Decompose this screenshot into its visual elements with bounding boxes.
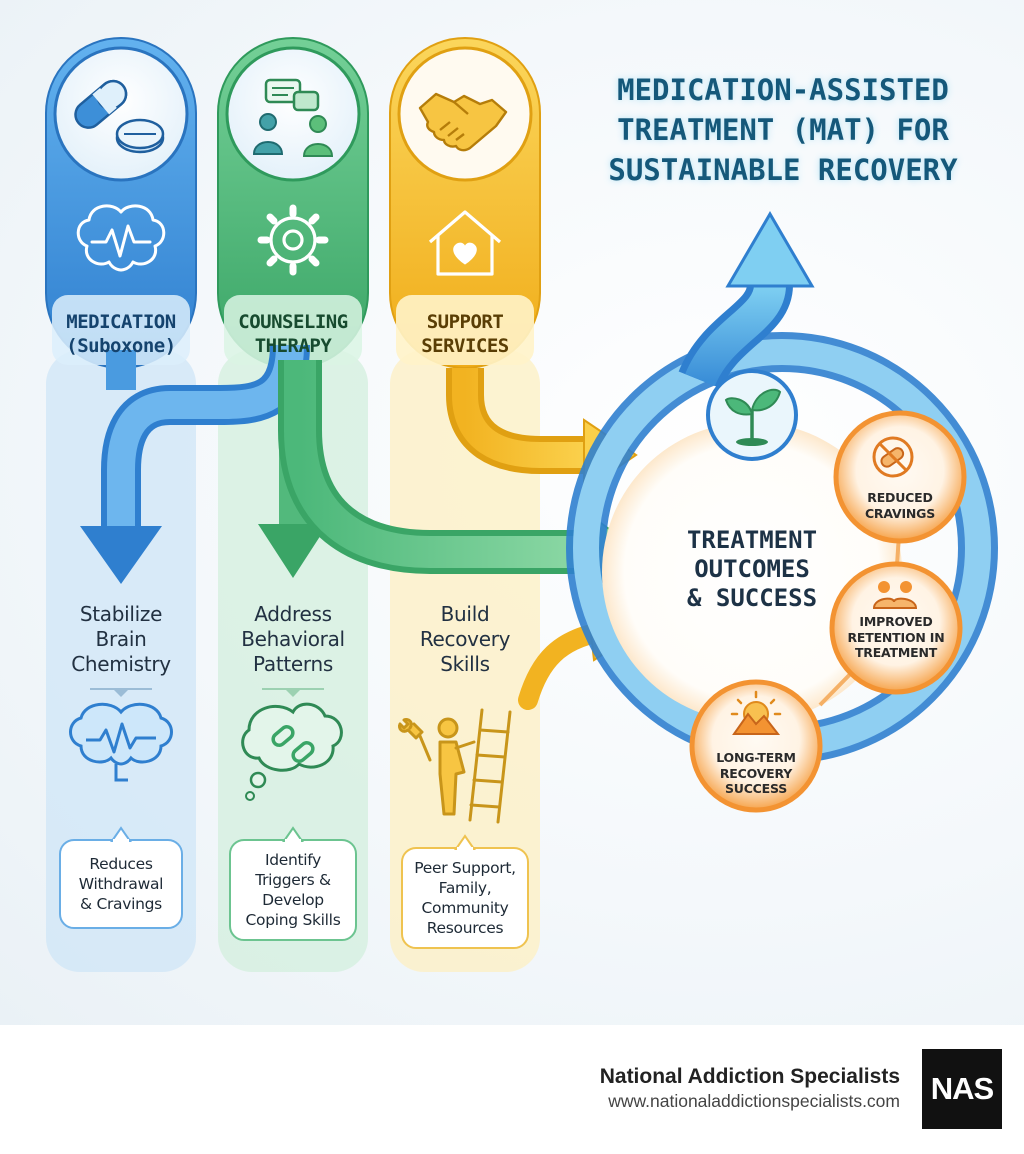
people-chat-icon (252, 78, 334, 157)
medication-bubble-text: Reduces Withdrawal & Cravings (60, 854, 182, 914)
counseling-bubble-line1: Identify (264, 851, 322, 869)
support-bubble-line4: Resources (426, 919, 504, 937)
outcome-node-1-line1: IMPROVED (859, 614, 933, 629)
outcome-node-circle (833, 410, 967, 544)
sunrise-mountain-icon (730, 690, 782, 735)
counseling-icon-circle (225, 46, 361, 182)
outcome-node-2-line1: LONG-TERM (716, 750, 796, 765)
outcome-node-circle (829, 561, 963, 695)
handshake-icon (418, 92, 508, 152)
counseling-bubble (229, 826, 357, 941)
medication-track (46, 350, 196, 972)
support-step-line1: Build (440, 602, 490, 626)
counseling-step: Address Behavioral Patterns (218, 602, 368, 677)
counseling-bubble-line2: Triggers & (255, 871, 331, 889)
nas-logo: NAS (922, 1049, 1002, 1129)
outcome-node-reduced-cravings: REDUCED CRAVINGS (846, 490, 954, 521)
medication-label-line1: MEDICATION (66, 311, 176, 333)
broken-chain-thought-icon (241, 702, 343, 801)
outcome-node-0-line2: CRAVINGS (864, 505, 936, 521)
support-bubble-text: Peer Support, Family, Community Resource… (402, 858, 528, 938)
outcome-center-circle (602, 422, 902, 722)
outcomes-center-line3: & SUCCESS (686, 584, 818, 612)
support-bubble-line2: Family, (438, 879, 492, 897)
flow-diagram (45, 37, 998, 972)
support-bubble (401, 834, 529, 949)
counseling-label-panel (224, 295, 362, 365)
counseling-bubble-text: Identify Triggers & Develop Coping Skill… (230, 850, 356, 930)
medication-step: Stabilize Brain Chemistry (46, 602, 196, 677)
outcome-node-long-term-success: LONG-TERM RECOVERY SUCCESS (700, 750, 812, 797)
counseling-step-line1: Address (254, 602, 332, 626)
infographic-canvas: MEDICATION-ASSISTED TREATMENT (MAT) FOR … (0, 0, 1024, 1025)
support-step: Build Recovery Skills (390, 602, 540, 677)
sprout-icon (724, 388, 782, 446)
footer: National Addiction Specialists www.natio… (0, 1025, 1024, 1154)
support-bubble-line1: Peer Support, (414, 859, 516, 877)
org-url-link[interactable]: www.nationaladdictionspecialists.com (608, 1091, 900, 1111)
support-track (390, 350, 540, 972)
support-label: SUPPORT SERVICES (390, 310, 540, 358)
outcome-node-1-line2: RETENTION IN (847, 629, 945, 645)
medication-bubble-line3: & Cravings (80, 895, 162, 913)
medication-label-panel (52, 295, 190, 365)
support-bubble-line3: Community (421, 899, 509, 917)
medication-step-line2: Brain (95, 627, 147, 651)
divider-carets (90, 688, 324, 697)
house-heart-icon (428, 210, 502, 276)
support-label-line2: SERVICES (421, 335, 509, 357)
brain-wave-icon (69, 702, 173, 782)
outcome-node-2-line2: RECOVERY (719, 765, 793, 781)
counseling-label-line1: COUNSELING (238, 311, 348, 333)
gear-icon (257, 204, 329, 276)
counseling-bubble-line4: Coping Skills (245, 911, 341, 929)
upward-recovery-arrow (678, 211, 815, 390)
counseling-label: COUNSELING THERAPY (218, 310, 368, 358)
medication-label-line2: (Suboxone) (66, 335, 176, 357)
support-step-line3: Skills (440, 652, 490, 676)
org-name: National Addiction Specialists (599, 1065, 900, 1088)
medication-bubble-line1: Reduces (89, 855, 153, 873)
brain-pulse-icon (76, 204, 166, 272)
no-pill-icon (872, 436, 914, 478)
counseling-bubble-line3: Develop (262, 891, 324, 909)
counseling-step-line2: Behavioral (241, 627, 345, 651)
outcome-node-0-line1: REDUCED (867, 490, 933, 505)
handshake-small-icon (872, 581, 918, 609)
support-label-panel (396, 295, 534, 365)
counseling-label-line2: THERAPY (254, 335, 332, 357)
medication-stem-arrow (106, 350, 136, 390)
outcome-node-1-line3: TREATMENT (854, 645, 938, 660)
person-ladder-wrench-icon (398, 708, 512, 824)
support-step-line2: Recovery (419, 627, 511, 651)
support-label-line1: SUPPORT (426, 311, 504, 333)
medication-bubble (59, 826, 183, 929)
medication-label: MEDICATION (Suboxone) (46, 310, 196, 358)
outcome-node-circle (689, 679, 823, 813)
outcomes-center-line1: TREATMENT (686, 526, 818, 554)
medication-step-line1: Stabilize (79, 602, 163, 626)
medication-bubble-line2: Withdrawal (78, 875, 164, 893)
outcome-node-improved-retention: IMPROVED RETENTION IN TREATMENT (838, 614, 954, 661)
infographic-title: MEDICATION-ASSISTED TREATMENT (MAT) FOR … (608, 73, 958, 187)
pill-capsule-icon (74, 79, 165, 154)
outcomes-center-line2: OUTCOMES (694, 555, 810, 583)
counseling-step-line3: Patterns (253, 652, 333, 676)
outcomes-center-text: TREATMENT OUTCOMES & SUCCESS (652, 526, 852, 613)
outcome-node-2-line3: SUCCESS (724, 781, 788, 796)
medication-step-line3: Chemistry (71, 652, 171, 676)
